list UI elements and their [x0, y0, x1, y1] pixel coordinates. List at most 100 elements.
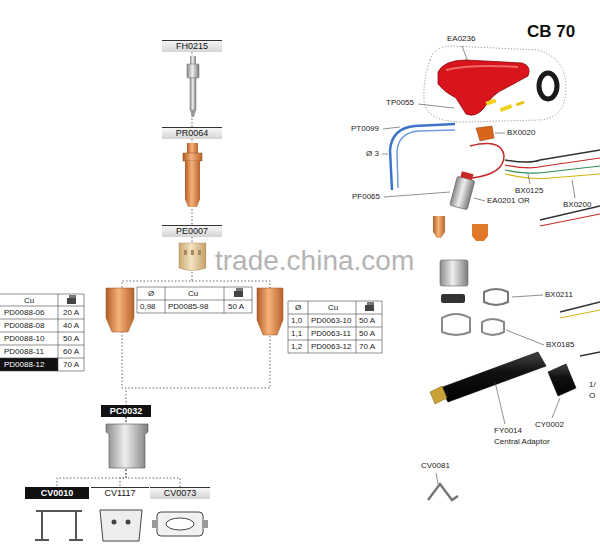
o-ring — [441, 294, 465, 303]
callout-code: BX0200 — [563, 200, 591, 210]
part-number: PD0063-11 — [311, 329, 351, 339]
electrode-top — [187, 143, 198, 153]
callout-code: BX0185 — [546, 340, 574, 350]
spacer-hole — [112, 520, 117, 525]
callout-code: 1/ — [589, 380, 596, 390]
nozzle-table-grid — [0, 287, 382, 371]
part-number: PD0085-98 — [168, 302, 208, 312]
watermark: trade.china.com — [215, 246, 414, 276]
part-number: PD0088-12 — [4, 360, 44, 370]
part-code-box: PR0064 — [162, 127, 222, 139]
callout-code: EA0201 OR — [487, 196, 530, 206]
part-number: PD0088-11 — [4, 347, 44, 357]
leader-line — [495, 382, 505, 424]
cable — [505, 174, 600, 179]
orifice-size: 1,2 — [291, 342, 302, 352]
spacer-feet — [35, 539, 83, 541]
switch-part — [486, 98, 497, 105]
central-adaptor — [440, 352, 546, 402]
handle-ring — [539, 73, 557, 99]
diagram-title: CB 70 — [527, 22, 575, 42]
part-code-box: PC0032 — [101, 405, 151, 417]
current-rating: 50 A — [228, 302, 244, 312]
spacer-legs — [42, 511, 76, 540]
orifice-size: 1,0 — [291, 316, 302, 326]
current-rating: 70 A — [359, 342, 375, 352]
torch-head — [450, 170, 477, 209]
leader-line — [552, 398, 560, 418]
electrode-holder — [187, 56, 199, 117]
electrode-body — [185, 161, 200, 199]
part-code: PE0007 — [176, 226, 208, 237]
spacer-ring — [157, 512, 203, 536]
current-rating: 50 A — [359, 316, 375, 326]
package-icon — [234, 288, 243, 297]
handle-highlight — [446, 66, 518, 70]
callout-code: BX0211 — [545, 290, 573, 300]
current-rating: 70 A — [63, 360, 79, 370]
selected-row — [0, 358, 58, 371]
callout-code: CV0081 — [421, 461, 450, 471]
part-number: PD0088-10 — [4, 334, 44, 344]
head-body — [450, 176, 475, 210]
cover-sleeve — [548, 364, 576, 396]
callout-code: BX0020 — [507, 128, 535, 138]
part-code: CV0073 — [164, 488, 197, 499]
nozzle — [106, 288, 134, 332]
cable — [560, 302, 600, 312]
torch-handle — [438, 60, 529, 115]
part-number: PD0063-10 — [311, 316, 351, 326]
table-lines — [288, 301, 382, 353]
leader-line — [474, 198, 485, 201]
table-header: Cu — [24, 296, 34, 306]
package-icon — [67, 295, 76, 304]
clip-ring — [442, 314, 470, 335]
callout-code: BX0125 — [515, 186, 543, 196]
part-number: PD0088-08 — [4, 321, 44, 331]
clip-ring — [484, 289, 508, 305]
current-rating: 40 A — [63, 321, 79, 331]
group-outline — [424, 46, 566, 122]
spacer-cv1117 — [100, 510, 142, 541]
table-lines — [137, 287, 252, 313]
leader-line — [382, 154, 388, 155]
part-code: PC0032 — [110, 406, 143, 417]
callout-code: O — [589, 391, 595, 401]
leader-line — [572, 180, 575, 198]
package-box — [365, 305, 374, 311]
table-header: Ø — [295, 303, 301, 313]
callout-code: PF0065 — [352, 192, 380, 202]
current-rating: 60 A — [63, 347, 79, 357]
table-header: Cu — [328, 303, 338, 313]
swirl-hole — [191, 250, 194, 255]
trigger-part — [476, 126, 494, 141]
head-seal — [460, 171, 473, 180]
package-box — [67, 298, 76, 304]
shield-cup — [106, 424, 148, 468]
leader-line — [418, 104, 454, 108]
package-box — [234, 291, 243, 297]
callout-code: CY0002 — [535, 420, 564, 430]
switch-part — [516, 101, 525, 107]
cable — [540, 214, 600, 226]
table-header: Ø — [148, 289, 154, 299]
spacer-cv0073 — [152, 512, 208, 536]
package-icon — [365, 302, 374, 311]
insulator — [440, 260, 468, 286]
switch-part — [500, 104, 513, 112]
package-box — [367, 302, 374, 305]
holder-end — [190, 110, 196, 117]
spacer-tab — [203, 520, 208, 528]
part-code: CV1117 — [104, 488, 135, 499]
callout-code: FY0014 — [494, 426, 522, 436]
wire — [470, 144, 504, 178]
spacer-bore — [166, 518, 194, 530]
part-code-box: FH0215 — [162, 40, 222, 52]
electrode-collar — [183, 153, 202, 161]
table-lines — [0, 294, 84, 371]
part-code-box: PE0007 — [162, 225, 222, 237]
nozzle — [257, 288, 283, 335]
